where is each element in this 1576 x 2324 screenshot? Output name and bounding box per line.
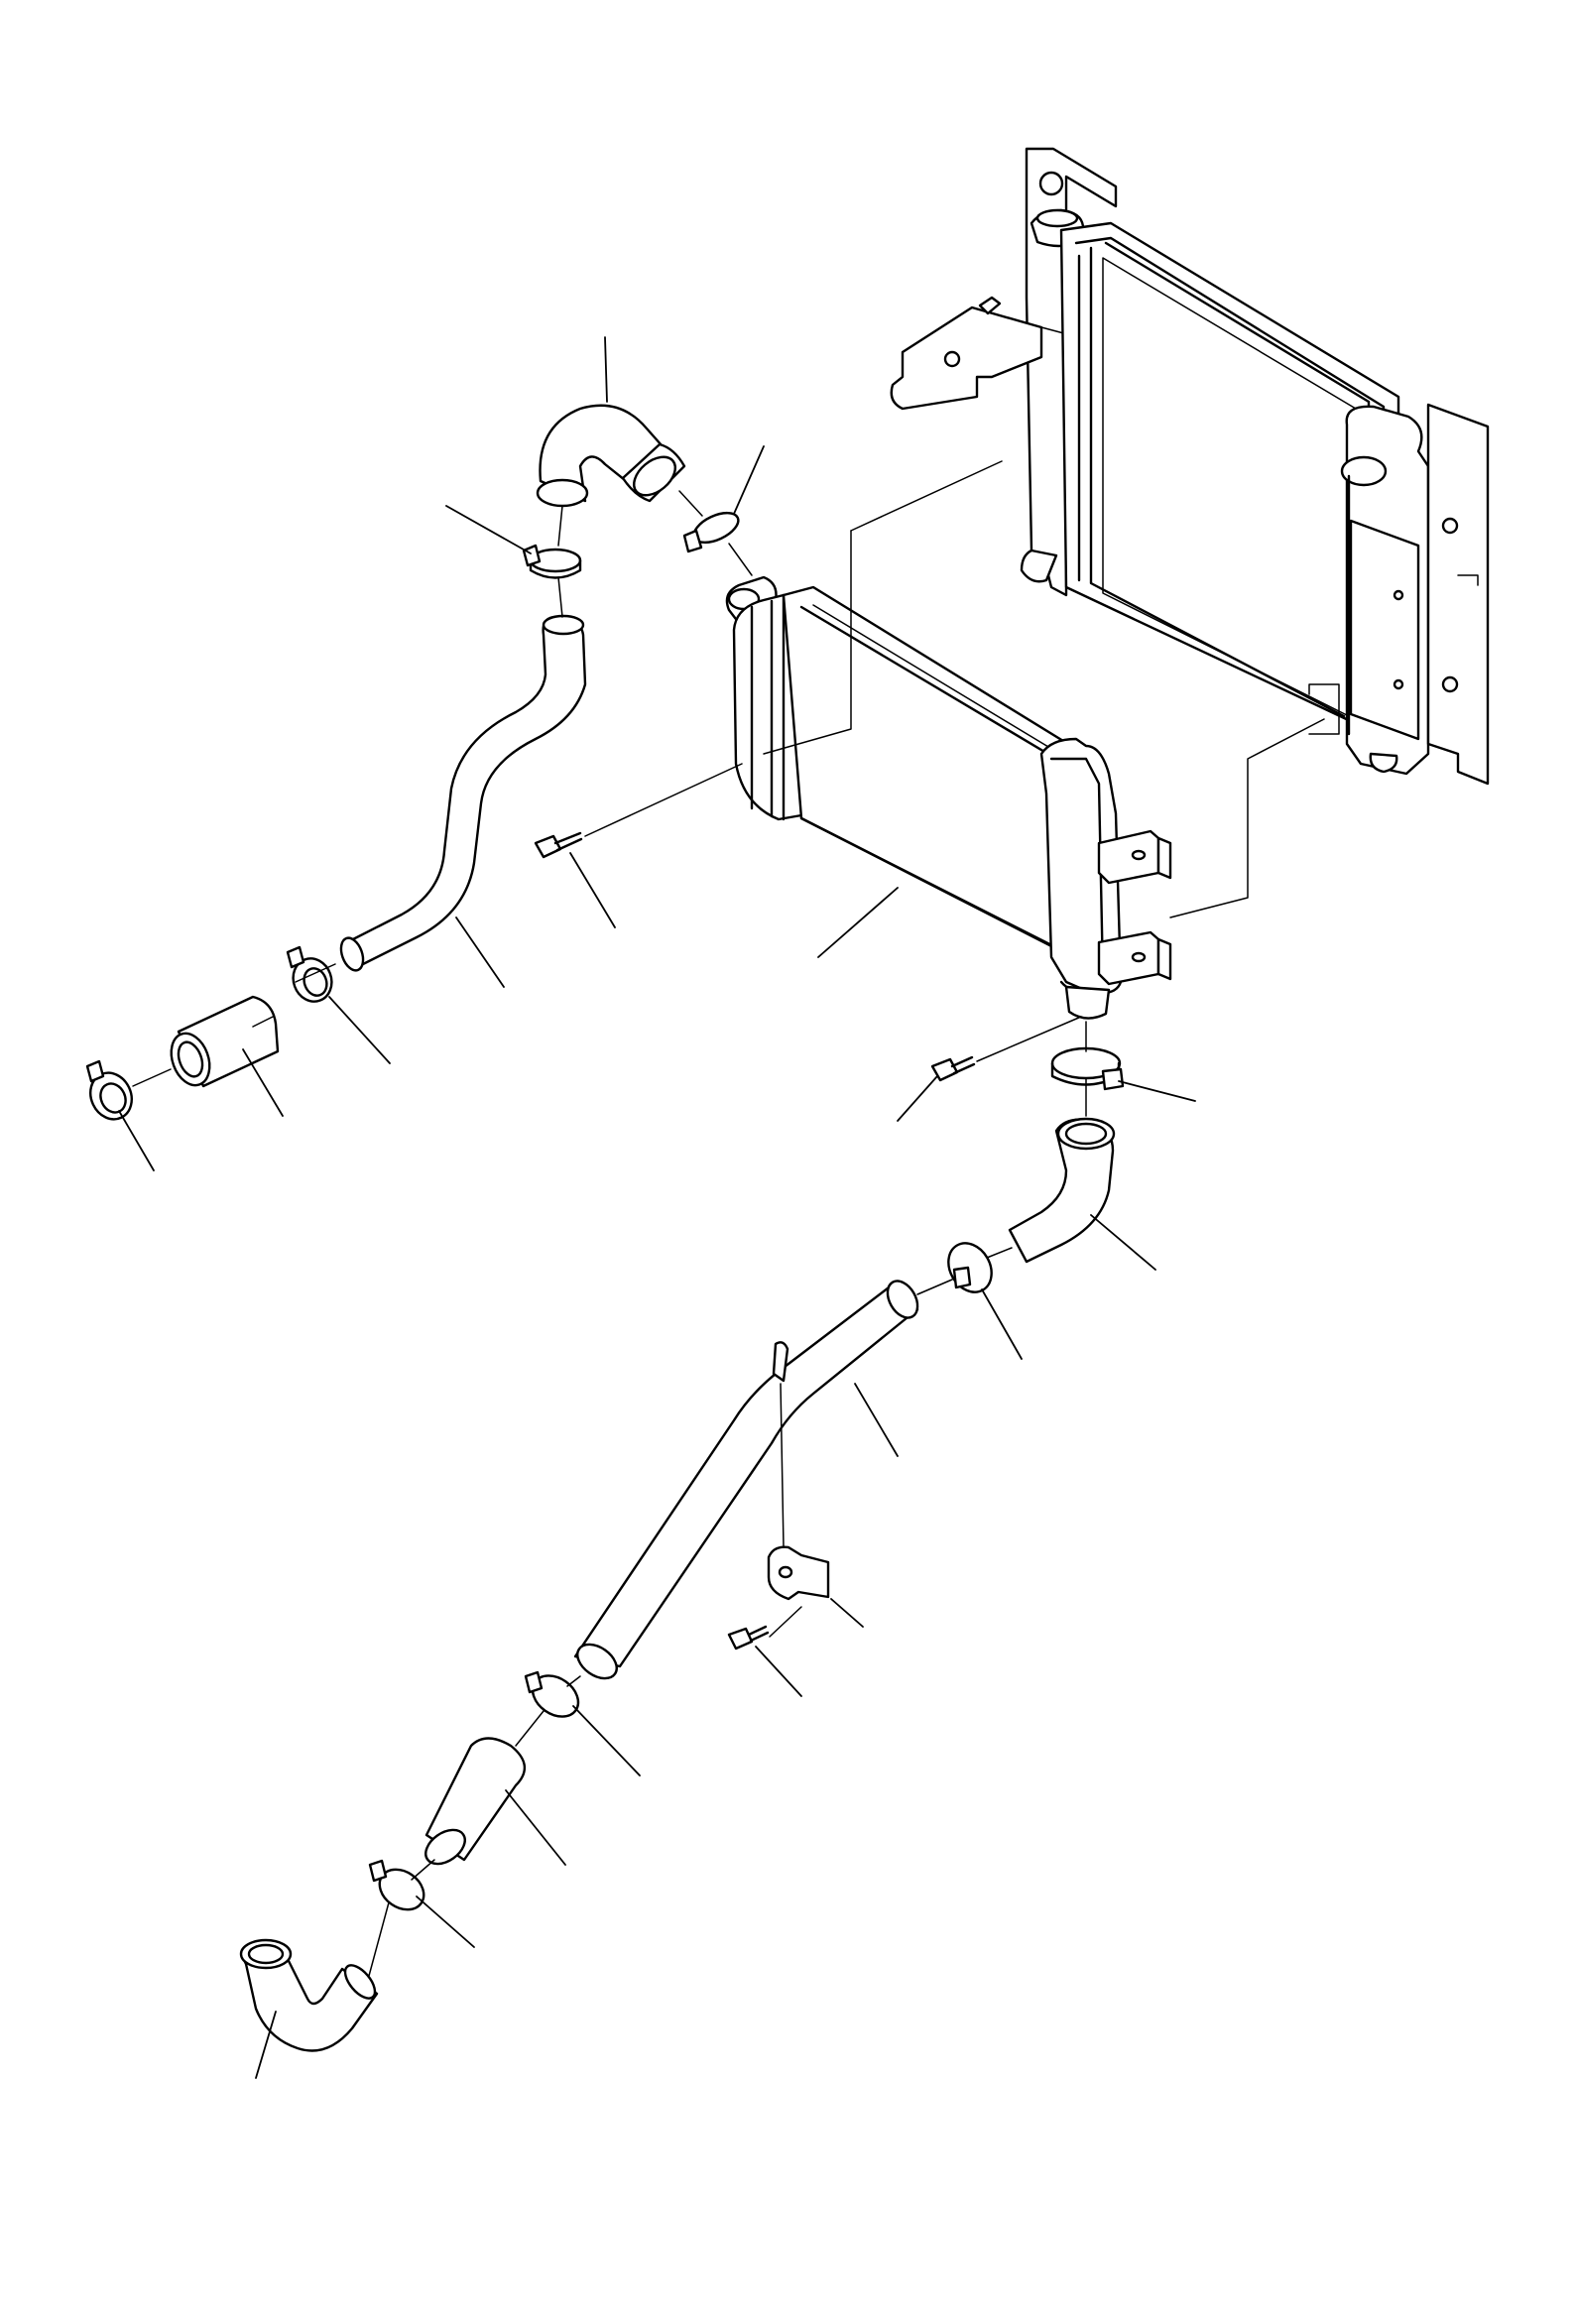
upper-elbow-hose <box>536 404 686 508</box>
lower-elbow-hose <box>1008 1117 1116 1264</box>
upper-clamp-a <box>522 544 582 579</box>
lower-end-clamp <box>368 1859 425 1911</box>
pipe-support-bracket <box>767 1383 830 1601</box>
intercooler <box>725 575 1172 1020</box>
leader-lines <box>118 336 1196 2079</box>
upper-clamp-b <box>682 511 740 553</box>
long-diagonal-pipe <box>573 1280 919 1680</box>
radiator-right-bracket <box>1426 403 1490 786</box>
bolt-upper <box>534 831 583 859</box>
lower-clamp-right <box>947 1242 993 1293</box>
lower-mid-clamp <box>524 1670 580 1718</box>
mid-clamp-left <box>286 945 333 1003</box>
outlet-clamp <box>1050 1046 1125 1091</box>
bolt-bracket <box>727 1625 770 1651</box>
radiator-side-arm <box>890 306 1043 411</box>
radiator-assembly <box>890 147 1490 786</box>
bolt-lower <box>930 1055 976 1082</box>
lower-straight-hose <box>424 1737 526 1866</box>
end-clamp-left <box>85 1059 133 1121</box>
radiator-left-bracket <box>1025 147 1118 597</box>
intercooler-core <box>782 585 1083 962</box>
intercooler-bracket-lower <box>1097 930 1160 986</box>
lower-j-hose <box>239 1938 379 2052</box>
connection-lines <box>132 460 1479 1977</box>
long-s-hose <box>339 614 587 972</box>
short-straight-hose <box>170 995 280 1088</box>
intercooler-outlet <box>1064 985 1111 1020</box>
